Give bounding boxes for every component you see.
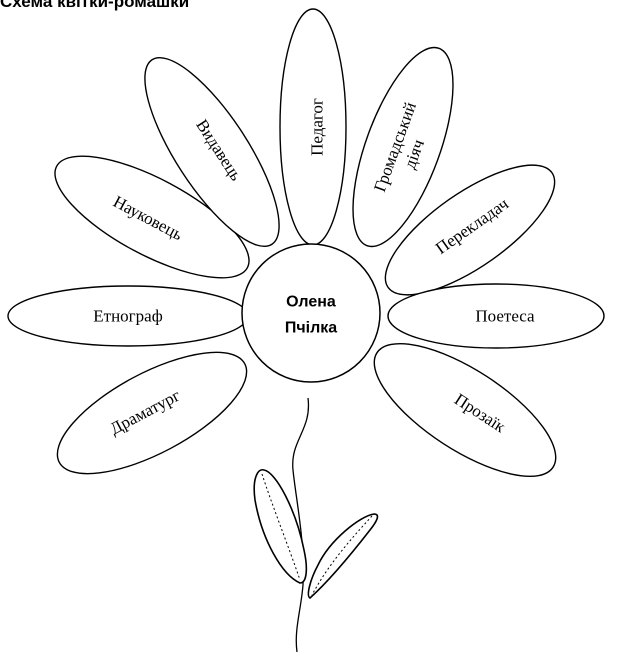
petal-label: Педагог — [308, 98, 327, 156]
stem-group — [254, 398, 377, 652]
right-leaf — [308, 514, 377, 598]
center-label-line2: Пчілка — [285, 320, 337, 337]
flower-center: Олена Пчілка — [242, 244, 380, 382]
center-circle — [242, 244, 380, 382]
petal-poetesa: Поетеса — [388, 284, 604, 348]
petal-dramaturh: Драматург — [41, 328, 264, 497]
center-label-line1: Олена — [286, 294, 336, 311]
petal-etnohraf: Етнограф — [8, 286, 248, 346]
petal-pedahoh: Педагог — [280, 9, 346, 245]
petal-label: Етнограф — [93, 307, 162, 326]
petal-label: Поетеса — [475, 307, 535, 326]
